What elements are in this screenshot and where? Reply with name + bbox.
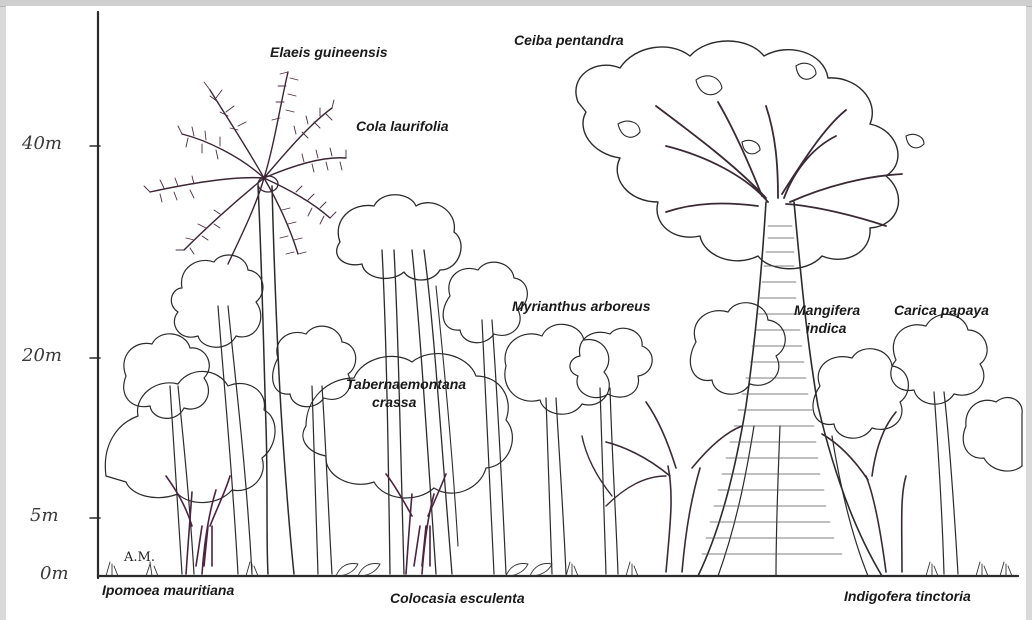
height-label-40m: 40m: [22, 134, 62, 154]
left-tree-trunk-2: [170, 386, 194, 574]
label-ceiba-pentandra: Ceiba pentandra: [514, 32, 624, 48]
carica-crown: [891, 314, 987, 404]
left-tree-crown: [171, 255, 263, 347]
label-colocasia-esculenta: Colocasia esculenta: [390, 590, 525, 606]
label-elaeis-guineensis: Elaeis guineensis: [270, 44, 388, 60]
left-shrub-branches: [582, 436, 666, 506]
ceiba-trunk: [698, 202, 882, 576]
ipomoea-plant: [166, 476, 230, 574]
height-label-0m: 0m: [40, 564, 69, 584]
myrianthus-trunk-2: [546, 398, 566, 574]
myrianthus-trunk-3: [600, 388, 618, 574]
ceiba-crown: [576, 41, 899, 269]
left-tree-crown-2: [124, 334, 210, 419]
cola-crown: [337, 195, 461, 280]
myrianthus-crown-3: [570, 328, 652, 397]
label-myrianthus-arboreus: Myrianthus arboreus: [512, 298, 650, 314]
ceiba-crown-holes: [618, 63, 924, 154]
mid-canopy-shrub-1: [105, 371, 275, 502]
label-tabernaemontana-line1: Tabernaemontana: [346, 376, 466, 392]
ground-grass: [106, 562, 1012, 576]
colocasia-plant: [386, 474, 446, 574]
artist-initials: A.M.: [124, 550, 155, 565]
label-carica-papaya: Carica papaya: [894, 302, 989, 318]
label-ipomoea-mauritiana: Ipomoea mauritiana: [102, 582, 234, 598]
carica-trunk: [934, 392, 958, 574]
label-cola-laurifolia: Cola laurifolia: [356, 118, 449, 134]
tabernaemontana-trunk: [312, 386, 332, 574]
illustration-panel: 40m 20m 5m 0m A.M. Elaeis guineensis Cei…: [6, 6, 1026, 620]
cola-trunk-1: [382, 250, 404, 574]
ceiba-branches: [656, 102, 902, 226]
myrianthus-trunk: [482, 320, 506, 574]
palm-trunk: [258, 186, 294, 574]
label-indigofera-tinctoria: Indigofera tinctoria: [844, 588, 971, 604]
label-mangifera-indica-line2: indica: [806, 320, 846, 336]
myrianthus-crown-2: [505, 324, 609, 414]
height-label-20m: 20m: [22, 346, 62, 366]
tabernaemontana-crown: [273, 326, 356, 407]
label-tabernaemontana-line2: crassa: [372, 394, 416, 410]
palm-fronds: [150, 72, 346, 264]
ceiba-bark-hatching: [702, 226, 842, 554]
height-label-5m: 5m: [30, 506, 59, 526]
right-edge-crown: [963, 398, 1022, 472]
label-mangifera-indica-line1: Mangifera: [794, 302, 860, 318]
cola-trunk-2: [412, 250, 452, 574]
mangifera-branches: [606, 402, 742, 572]
mangifera-crown: [690, 303, 785, 394]
